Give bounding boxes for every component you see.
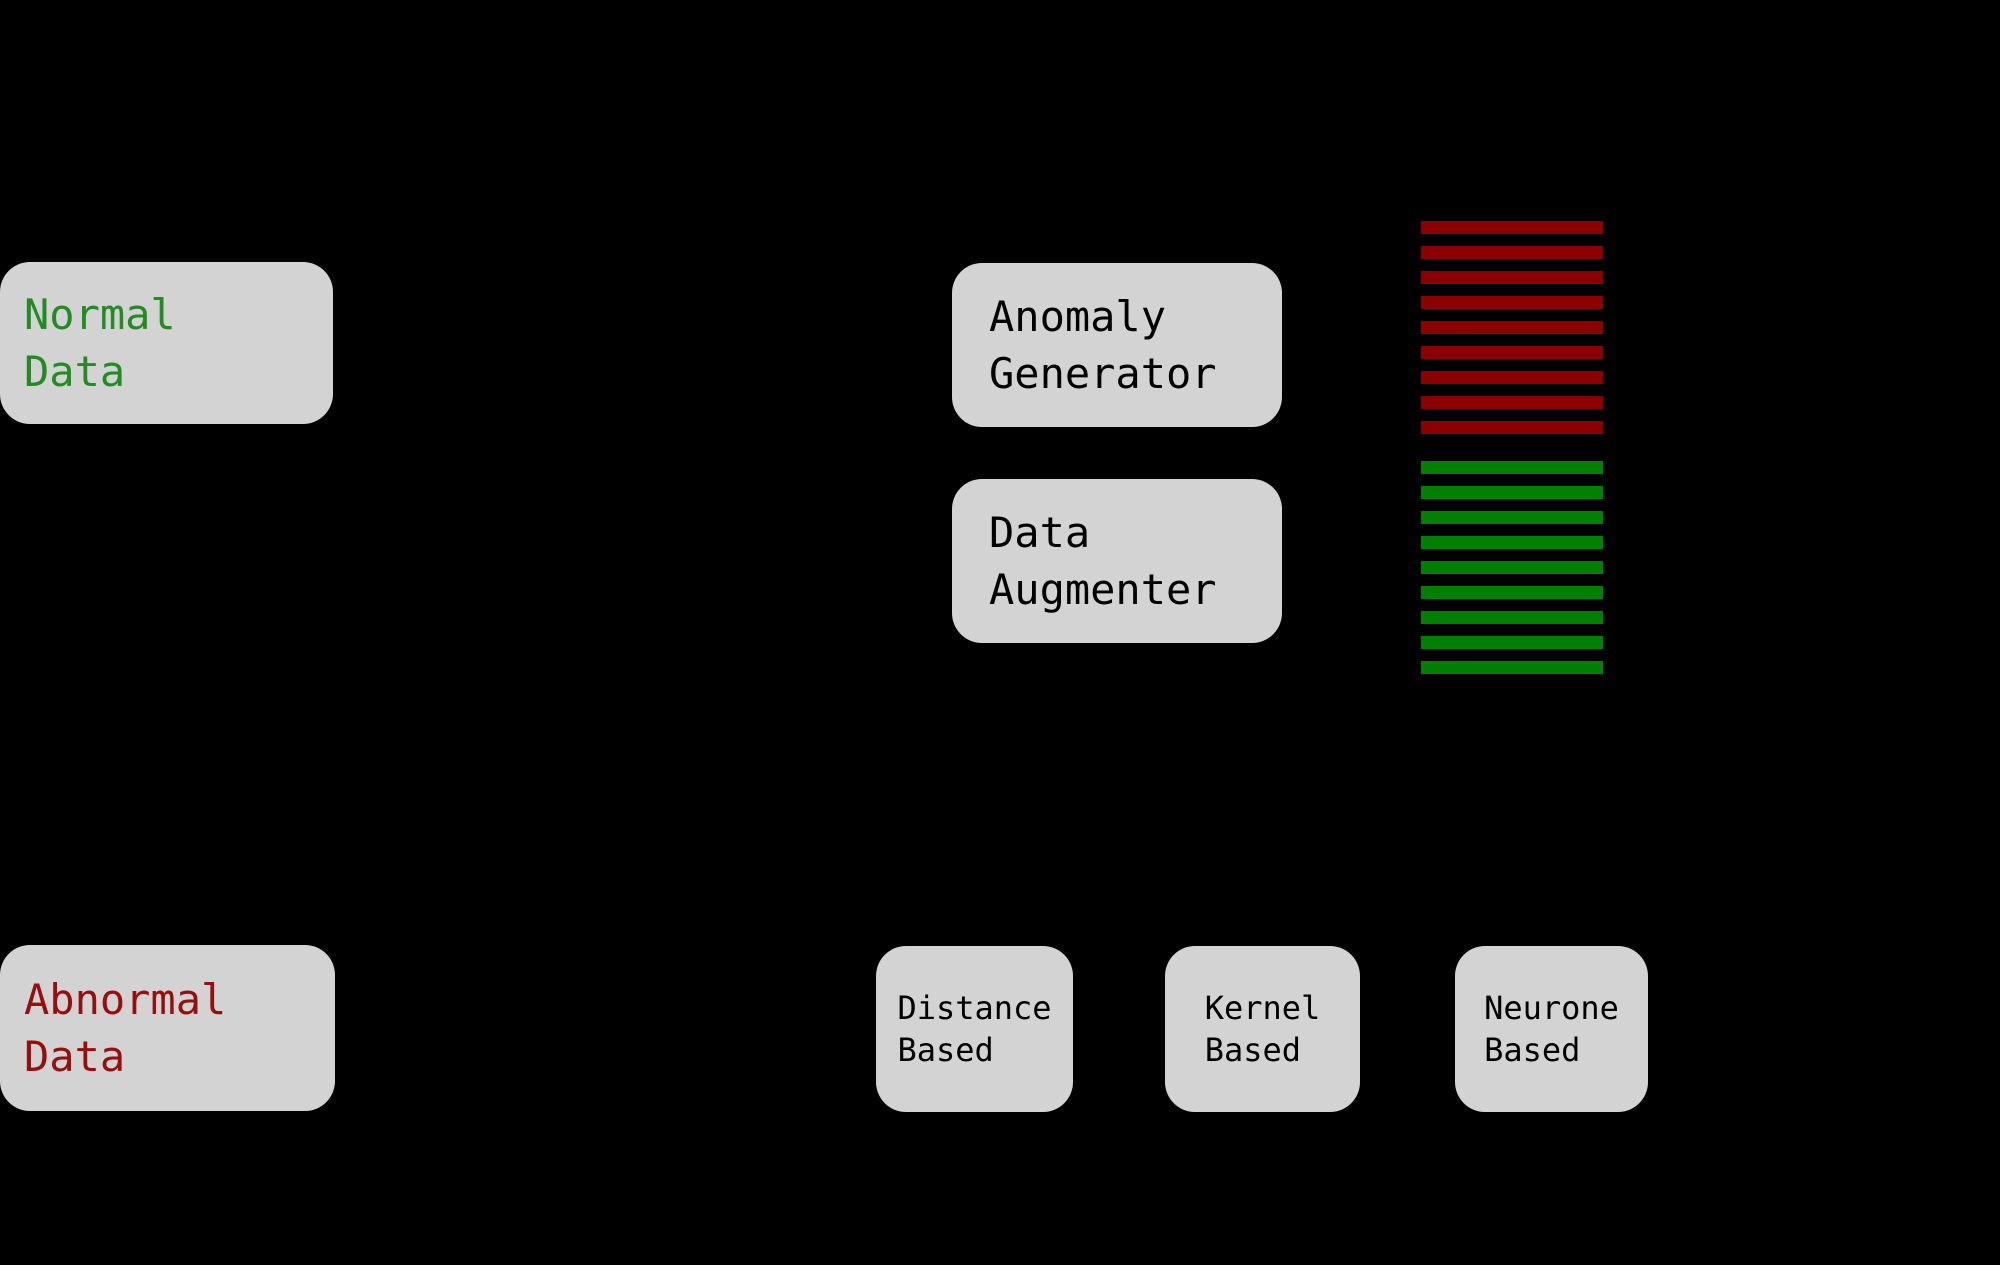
node-neurone-based-label: Neurone Based <box>1484 989 1619 1069</box>
normal-data-stripe <box>1421 636 1603 649</box>
anomalous-data-stripe <box>1421 396 1603 409</box>
node-data-augmenter-label: Data Augmenter <box>989 508 1217 614</box>
normal-data-stripes-block <box>1421 461 1603 686</box>
node-neurone-based: Neurone Based <box>1455 946 1648 1112</box>
normal-data-stripe <box>1421 611 1603 624</box>
anomalous-data-stripe <box>1421 221 1603 234</box>
node-anomaly-generator: Anomaly Generator <box>952 263 1282 427</box>
normal-data-stripe <box>1421 661 1603 674</box>
anomalous-data-stripe <box>1421 371 1603 384</box>
node-normal-data: Normal Data <box>0 262 333 424</box>
normal-data-stripe <box>1421 486 1603 499</box>
anomalous-data-stripes-block <box>1421 221 1603 446</box>
normal-data-stripe <box>1421 561 1603 574</box>
node-distance-based: Distance Based <box>876 946 1073 1112</box>
node-abnormal-data: Abnormal Data <box>0 945 335 1111</box>
normal-data-stripe <box>1421 511 1603 524</box>
anomalous-data-stripe <box>1421 296 1603 309</box>
node-distance-based-label: Distance Based <box>897 989 1052 1069</box>
anomalous-data-stripe <box>1421 271 1603 284</box>
node-abnormal-data-label: Abnormal Data <box>24 975 227 1081</box>
node-normal-data-label: Normal Data <box>24 290 176 396</box>
node-kernel-based: Kernel Based <box>1165 946 1360 1112</box>
normal-data-stripe <box>1421 461 1603 474</box>
node-kernel-based-label: Kernel Based <box>1204 989 1321 1069</box>
normal-data-stripe <box>1421 586 1603 599</box>
normal-data-stripe <box>1421 536 1603 549</box>
anomalous-data-stripe <box>1421 246 1603 259</box>
anomalous-data-stripe <box>1421 421 1603 434</box>
anomalous-data-stripe <box>1421 346 1603 359</box>
node-data-augmenter: Data Augmenter <box>952 479 1282 643</box>
anomalous-data-stripe <box>1421 321 1603 334</box>
node-anomaly-generator-label: Anomaly Generator <box>989 292 1217 398</box>
